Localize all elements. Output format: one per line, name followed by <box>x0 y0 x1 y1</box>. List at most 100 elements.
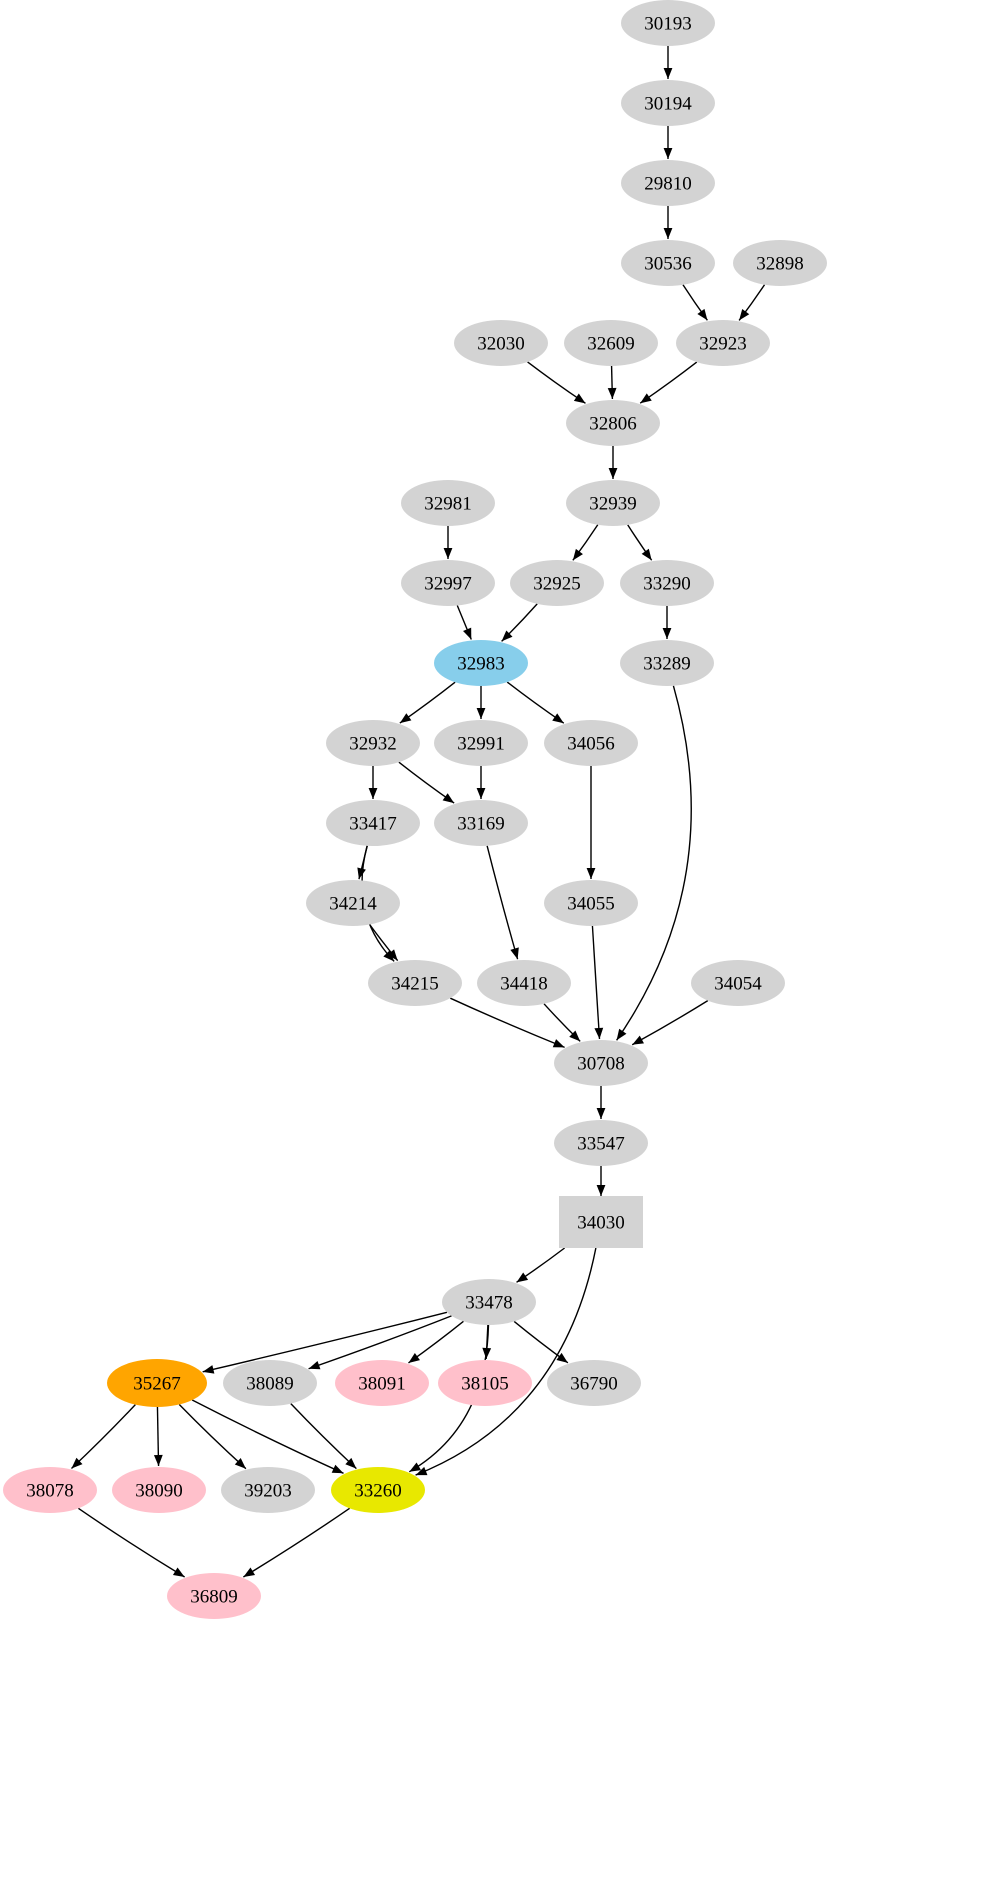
node-30193[interactable]: 30193 <box>621 0 715 46</box>
node-ellipse-34054[interactable] <box>691 960 785 1006</box>
node-ellipse-33417[interactable] <box>326 800 420 846</box>
node-ellipse-34055[interactable] <box>544 880 638 926</box>
edge-arrowhead <box>415 1466 428 1476</box>
node-38078[interactable]: 38078 <box>3 1467 97 1513</box>
node-ellipse-34214[interactable] <box>306 880 400 926</box>
node-ellipse-33289[interactable] <box>620 640 714 686</box>
node-ellipse-32923[interactable] <box>676 320 770 366</box>
node-ellipse-30193[interactable] <box>621 0 715 46</box>
node-38090[interactable]: 38090 <box>112 1467 206 1513</box>
node-32898[interactable]: 32898 <box>733 240 827 286</box>
edge-32981-32997 <box>443 526 453 559</box>
node-ellipse-32997[interactable] <box>401 560 495 606</box>
node-ellipse-33290[interactable] <box>620 560 714 606</box>
node-36790[interactable]: 36790 <box>547 1360 641 1406</box>
node-39203[interactable]: 39203 <box>221 1467 315 1513</box>
edge-arrowhead <box>594 1027 604 1040</box>
node-32609[interactable]: 32609 <box>564 320 658 366</box>
node-ellipse-36809[interactable] <box>167 1573 261 1619</box>
node-ellipse-33547[interactable] <box>554 1120 648 1166</box>
node-ellipse-30536[interactable] <box>621 240 715 286</box>
node-33290[interactable]: 33290 <box>620 560 714 606</box>
node-32030[interactable]: 32030 <box>454 320 548 366</box>
node-ellipse-35267[interactable] <box>107 1359 207 1407</box>
edge-arrowhead <box>399 713 412 724</box>
node-ellipse-38078[interactable] <box>3 1467 97 1513</box>
node-32925[interactable]: 32925 <box>510 560 604 606</box>
node-ellipse-38089[interactable] <box>223 1360 317 1406</box>
node-30708[interactable]: 30708 <box>554 1040 648 1086</box>
edge-line <box>591 925 601 1040</box>
node-32806[interactable]: 32806 <box>566 400 660 446</box>
node-ellipse-32609[interactable] <box>564 320 658 366</box>
node-ellipse-30194[interactable] <box>621 80 715 126</box>
node-32923[interactable]: 32923 <box>676 320 770 366</box>
node-ellipse-32806[interactable] <box>566 400 660 446</box>
node-33260[interactable]: 33260 <box>331 1467 425 1513</box>
node-34030[interactable]: 34030 <box>559 1196 643 1248</box>
edge-32991-33169 <box>476 766 486 799</box>
node-ellipse-29810[interactable] <box>621 160 715 206</box>
node-36809[interactable]: 36809 <box>167 1573 261 1619</box>
node-ellipse-32981[interactable] <box>401 480 495 526</box>
node-38105[interactable]: 38105 <box>438 1360 532 1406</box>
edge-34055-30708 <box>591 925 604 1040</box>
edge-arrowhead <box>345 1457 357 1469</box>
node-ellipse-32898[interactable] <box>733 240 827 286</box>
node-ellipse-32991[interactable] <box>434 720 528 766</box>
node-29810[interactable]: 29810 <box>621 160 715 206</box>
edge-arrowhead <box>641 548 652 561</box>
node-ellipse-33169[interactable] <box>434 800 528 846</box>
node-ellipse-32030[interactable] <box>454 320 548 366</box>
node-ellipse-38091[interactable] <box>335 1360 429 1406</box>
edge-line <box>191 1399 344 1474</box>
edge-30193-30194 <box>663 46 673 79</box>
node-30536[interactable]: 30536 <box>621 240 715 286</box>
edge-arrowhead <box>71 1457 83 1469</box>
node-38091[interactable]: 38091 <box>335 1360 429 1406</box>
node-ellipse-36790[interactable] <box>547 1360 641 1406</box>
node-34054[interactable]: 34054 <box>691 960 785 1006</box>
node-33547[interactable]: 33547 <box>554 1120 648 1166</box>
node-33478[interactable]: 33478 <box>442 1279 536 1325</box>
node-ellipse-32939[interactable] <box>566 480 660 526</box>
node-38089[interactable]: 38089 <box>223 1360 317 1406</box>
edge-arrowhead <box>573 393 586 404</box>
node-34055[interactable]: 34055 <box>544 880 638 926</box>
edge-arrowhead <box>463 627 472 640</box>
node-32939[interactable]: 32939 <box>566 480 660 526</box>
node-ellipse-32983[interactable] <box>434 640 528 686</box>
node-33169[interactable]: 33169 <box>434 800 528 846</box>
node-ellipse-34056[interactable] <box>544 720 638 766</box>
node-33289[interactable]: 33289 <box>620 640 714 686</box>
node-ellipse-34215[interactable] <box>368 960 462 1006</box>
node-33417[interactable]: 33417 <box>326 800 420 846</box>
node-32932[interactable]: 32932 <box>326 720 420 766</box>
node-32983[interactable]: 32983 <box>434 640 528 686</box>
edge-34030-33260 <box>415 1247 597 1476</box>
edge-arrowhead <box>202 1365 215 1374</box>
node-ellipse-30708[interactable] <box>554 1040 648 1086</box>
node-ellipse-32932[interactable] <box>326 720 420 766</box>
node-34056[interactable]: 34056 <box>544 720 638 766</box>
edge-line <box>178 1403 247 1470</box>
node-ellipse-33260[interactable] <box>331 1467 425 1513</box>
node-35267[interactable]: 35267 <box>107 1359 207 1407</box>
node-32991[interactable]: 32991 <box>434 720 528 766</box>
edge-line <box>308 1315 452 1370</box>
node-32981[interactable]: 32981 <box>401 480 495 526</box>
node-ellipse-33478[interactable] <box>442 1279 536 1325</box>
node-34214[interactable]: 34214 <box>306 880 400 926</box>
node-ellipse-38105[interactable] <box>438 1360 532 1406</box>
node-ellipse-38090[interactable] <box>112 1467 206 1513</box>
node-34215[interactable]: 34215 <box>368 960 462 1006</box>
node-30194[interactable]: 30194 <box>621 80 715 126</box>
node-ellipse-32925[interactable] <box>510 560 604 606</box>
nodes-layer: 30193 30194 29810 30536 32898 32923 32030 32609… <box>3 0 827 1619</box>
node-32997[interactable]: 32997 <box>401 560 495 606</box>
node-ellipse-39203[interactable] <box>221 1467 315 1513</box>
node-ellipse-34418[interactable] <box>477 960 571 1006</box>
node-box-34030[interactable] <box>559 1196 643 1248</box>
node-34418[interactable]: 34418 <box>477 960 571 1006</box>
